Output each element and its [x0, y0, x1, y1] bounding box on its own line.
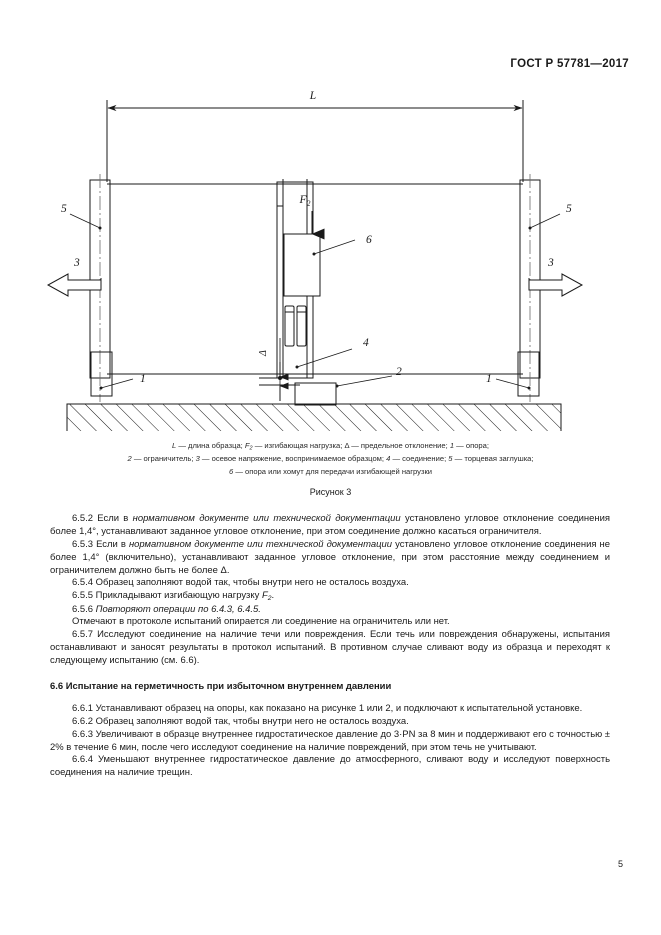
clause-6-6-4: 6.6.4 Уменьшают внутреннее гидростатичес…	[50, 754, 610, 779]
figure-label-end-cap-right: 5	[566, 203, 572, 215]
clause-6-5-7: 6.5.7 Исследуют соединение на наличие те…	[50, 629, 610, 667]
figure-label-axial-left: 3	[73, 257, 80, 269]
support-right	[517, 351, 540, 397]
figure-label-bending-load: F2	[298, 194, 310, 208]
figure-label-delta: Δ	[258, 350, 269, 357]
dimension-length-L	[106, 100, 524, 182]
figure-label-axial-right: 3	[547, 257, 554, 269]
figure-legend: L — длина образца; F2 — изгибающая нагру…	[40, 440, 621, 478]
specimen-pipe	[107, 183, 523, 375]
document-body: 6.5.2 Если в нормативном документе или т…	[50, 513, 610, 780]
figure-legend-line-3: 6 — опора или хомут для передачи изгибаю…	[228, 466, 433, 476]
page-header-standard-id: ГОСТ Р 57781—2017	[510, 58, 629, 70]
leader-load-clamp	[312, 239, 356, 256]
figure-label-joint: 4	[363, 337, 369, 349]
section-heading-6-6: 6.6 Испытание на герметичность при избыт…	[50, 680, 392, 692]
figure-label-end-cap-left: 5	[61, 203, 67, 215]
leader-end-cap-left	[69, 213, 102, 230]
clause-6-5-6-note: Отмечают в протоколе испытаний опирается…	[72, 616, 450, 628]
leader-joint	[295, 348, 353, 369]
load-clamp	[283, 233, 321, 297]
clause-6-5-5: 6.5.5 Прикладывают изгибающую нагрузку F…	[72, 590, 275, 603]
figure-label-load-clamp: 6	[366, 234, 372, 246]
dimension-delta	[259, 338, 300, 401]
figure-label-limiter: 2	[396, 366, 402, 378]
clause-6-5-3: 6.5.3 Если в нормативном документе или т…	[50, 538, 610, 576]
figure-label-support-right: 1	[486, 373, 492, 385]
leader-support-left	[99, 378, 134, 390]
figure-label-support-left: 1	[140, 373, 146, 385]
figure-number-caption: Рисунок 3	[309, 487, 352, 497]
clause-6-5-4: 6.5.4 Образец заполняют водой так, чтобы…	[72, 577, 409, 589]
clause-6-6-1: 6.6.1 Устанавливают образец на опоры, ка…	[72, 702, 583, 714]
page-number: 5	[617, 859, 623, 869]
figure-legend-line-1: L — длина образца; F2 — изгибающая нагру…	[172, 441, 489, 452]
figure-label-length: L	[309, 90, 316, 102]
clause-6-6-2: 6.6.2 Образец заполняют водой так, чтобы…	[72, 715, 409, 727]
clause-6-6-3: 6.6.3 Увеличивают в образце внутреннее г…	[50, 728, 610, 753]
figure-3-diagram: L F2 6 4 2 5 5 3 3 1 1 Δ	[0, 86, 661, 431]
base-plate	[66, 403, 562, 431]
leader-end-cap-right	[528, 213, 561, 230]
leader-support-right	[495, 378, 531, 390]
limiter-block	[294, 375, 393, 406]
axial-stress-arrow-left	[46, 273, 102, 297]
figure-legend-line-2: 2 — ограничитель; 3 — осевое напряжение,…	[127, 454, 534, 464]
clause-6-5-2: 6.5.2 Если в нормативном документе или т…	[50, 513, 610, 537]
axial-stress-arrow-right	[528, 273, 584, 297]
clause-6-5-6: 6.5.6 Повторяют операции по 6.4.3, 6.4.5…	[72, 603, 261, 615]
support-left	[90, 351, 113, 397]
